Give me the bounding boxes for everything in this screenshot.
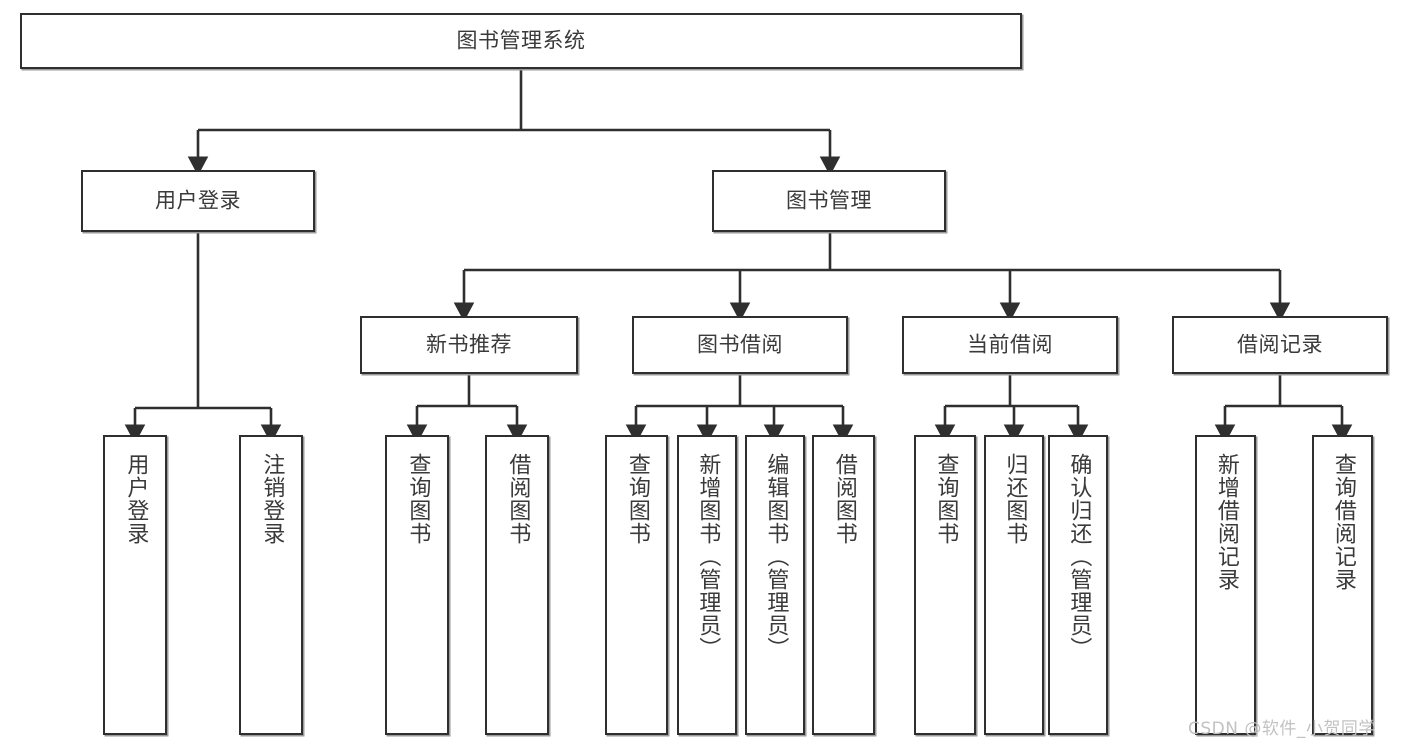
node-label: 注销登录 bbox=[259, 453, 285, 545]
node-label: 图书管理 bbox=[786, 188, 872, 213]
node-label: 借阅图书 bbox=[831, 453, 857, 545]
node-leaf-query-book-borrow[interactable]: 查询图书 bbox=[605, 435, 668, 735]
node-label: 查询借阅记录 bbox=[1330, 453, 1356, 591]
node-label: 用户登录 bbox=[155, 188, 241, 213]
node-label: 确认归还（管理员） bbox=[1066, 453, 1092, 660]
node-leaf-user-login[interactable]: 用户登录 bbox=[103, 435, 167, 735]
node-borrow-record[interactable]: 借阅记录 bbox=[1172, 316, 1388, 374]
node-label: 查询图书 bbox=[624, 453, 650, 545]
node-root-system[interactable]: 图书管理系统 bbox=[20, 13, 1022, 69]
node-leaf-query-book-recommend[interactable]: 查询图书 bbox=[385, 435, 449, 735]
node-book-borrow[interactable]: 图书借阅 bbox=[632, 316, 848, 374]
node-label: 借阅记录 bbox=[1237, 332, 1323, 357]
node-label: 图书管理系统 bbox=[456, 28, 586, 53]
node-leaf-edit-book[interactable]: 编辑图书（管理员） bbox=[745, 435, 805, 735]
node-leaf-add-book[interactable]: 新增图书（管理员） bbox=[677, 435, 737, 735]
node-current-borrow[interactable]: 当前借阅 bbox=[902, 316, 1118, 374]
node-label: 归还图书 bbox=[1002, 453, 1028, 545]
node-label: 用户登录 bbox=[123, 453, 149, 545]
node-label: 当前借阅 bbox=[967, 332, 1053, 357]
node-label: 编辑图书（管理员） bbox=[763, 453, 789, 660]
node-leaf-return-book[interactable]: 归还图书 bbox=[984, 435, 1044, 735]
node-label: 查询图书 bbox=[405, 453, 431, 545]
node-leaf-confirm-return[interactable]: 确认归还（管理员） bbox=[1048, 435, 1108, 735]
node-leaf-add-borrow-record[interactable]: 新增借阅记录 bbox=[1195, 435, 1256, 735]
node-label: 图书借阅 bbox=[697, 332, 783, 357]
node-new-book-recommend[interactable]: 新书推荐 bbox=[360, 316, 578, 374]
node-user-login[interactable]: 用户登录 bbox=[81, 170, 315, 232]
node-label: 新增图书（管理员） bbox=[695, 453, 721, 660]
node-label: 新书推荐 bbox=[426, 332, 512, 357]
node-leaf-borrow-book-recommend[interactable]: 借阅图书 bbox=[485, 435, 549, 735]
node-label: 查询图书 bbox=[933, 453, 959, 545]
node-leaf-user-logout[interactable]: 注销登录 bbox=[239, 435, 303, 735]
node-label: 新增借阅记录 bbox=[1213, 453, 1239, 591]
node-label: 借阅图书 bbox=[505, 453, 531, 545]
node-leaf-query-borrow-record[interactable]: 查询借阅记录 bbox=[1312, 435, 1373, 735]
watermark-csdn: CSDN @软件_小贺同学 bbox=[1188, 719, 1376, 739]
node-leaf-borrow-book[interactable]: 借阅图书 bbox=[812, 435, 875, 735]
node-book-manage[interactable]: 图书管理 bbox=[712, 170, 946, 232]
node-leaf-query-book-current[interactable]: 查询图书 bbox=[914, 435, 976, 735]
